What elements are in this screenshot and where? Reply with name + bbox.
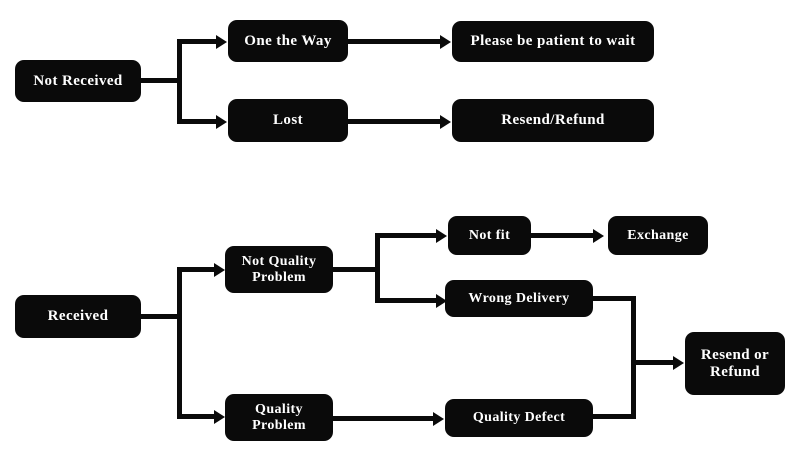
node-quality-problem[interactable]: Quality Problem: [225, 394, 333, 441]
node-resend-refund[interactable]: Resend/Refund: [452, 99, 654, 142]
connector-subjunction-to-wrong-delivery: [375, 298, 439, 303]
arrowhead-to-quality-defect: [433, 411, 444, 426]
arrowhead-to-please-be-patient: [440, 34, 451, 49]
node-not-received[interactable]: Not Received: [15, 60, 141, 102]
connector-received-junction-trunk: [177, 267, 182, 419]
arrowhead-to-resend-or-refund: [673, 355, 684, 370]
node-not-fit[interactable]: Not fit: [448, 216, 531, 255]
connector-not-fit-to-exchange: [530, 233, 596, 238]
node-quality-problem-line2: Problem: [252, 417, 306, 433]
connector-merge-to-resend-or-refund: [631, 360, 676, 365]
arrowhead-to-lost: [216, 114, 227, 129]
arrowhead-to-wrong-delivery: [436, 293, 447, 308]
arrowhead-to-exchange: [593, 228, 604, 243]
node-quality-defect[interactable]: Quality Defect: [445, 399, 593, 437]
connector-wrong-delivery-to-merge: [592, 296, 636, 301]
node-one-the-way[interactable]: One the Way: [228, 20, 348, 62]
node-please-be-patient-to-wait[interactable]: Please be patient to wait: [452, 21, 654, 62]
connector-subjunction-trunk: [375, 233, 380, 303]
connector-received-to-junction: [139, 314, 182, 319]
connector-one-the-way-to-please-be-patient: [347, 39, 443, 44]
node-resend-or-refund-line2: Refund: [710, 363, 760, 380]
node-not-quality-problem-line1: Not Quality: [241, 253, 317, 269]
node-wrong-delivery[interactable]: Wrong Delivery: [445, 280, 593, 317]
arrowhead-to-not-quality-problem: [214, 262, 225, 277]
connector-junction-to-quality-problem: [177, 414, 217, 419]
connector-merge-trunk: [631, 296, 636, 419]
arrowhead-to-not-fit: [436, 228, 447, 243]
node-received[interactable]: Received: [15, 295, 141, 338]
connector-junction-to-one-the-way: [177, 39, 219, 44]
node-not-quality-problem-line2: Problem: [252, 269, 306, 285]
connector-junction-to-lost: [177, 119, 219, 124]
node-lost[interactable]: Lost: [228, 99, 348, 142]
node-quality-problem-line1: Quality: [255, 401, 303, 417]
arrowhead-to-quality-problem: [214, 409, 225, 424]
connector-junction-to-not-quality-problem: [177, 267, 217, 272]
arrowhead-to-one-the-way: [216, 34, 227, 49]
node-resend-or-refund[interactable]: Resend or Refund: [685, 332, 785, 395]
node-exchange[interactable]: Exchange: [608, 216, 708, 255]
connector-not-received-to-junction: [139, 78, 182, 83]
arrowhead-to-resend-refund: [440, 114, 451, 129]
connector-quality-problem-to-quality-defect: [332, 416, 436, 421]
connector-subjunction-to-not-fit: [375, 233, 439, 238]
node-not-quality-problem[interactable]: Not Quality Problem: [225, 246, 333, 293]
connector-top-junction-trunk: [177, 39, 182, 124]
connector-quality-defect-to-merge: [592, 414, 636, 419]
node-resend-or-refund-line1: Resend or: [700, 346, 770, 363]
connector-not-quality-problem-to-subjunction: [332, 267, 380, 272]
connector-lost-to-resend-refund: [347, 119, 443, 124]
